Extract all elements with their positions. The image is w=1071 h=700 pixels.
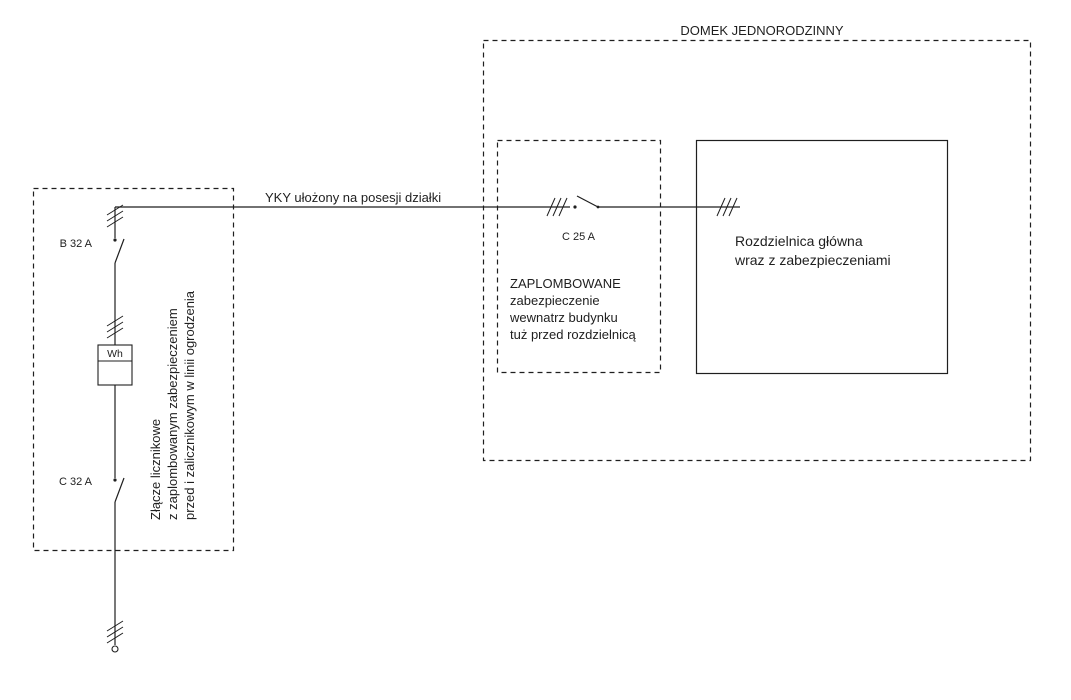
cable-cores-hatch-icon bbox=[106, 620, 124, 644]
house-title: DOMEK JEDNORODZINNY bbox=[680, 23, 844, 38]
meter-junction-box bbox=[32, 187, 235, 552]
sealed-fuse-box bbox=[496, 139, 662, 374]
sealed-note-line: tuż przed rozdzielnicą bbox=[510, 327, 636, 342]
breaker-c25-label: C 25 A bbox=[562, 231, 596, 243]
breaker-c25-switch-icon bbox=[573, 195, 600, 209]
house-boundary-box bbox=[482, 39, 1032, 462]
sealed-note-line: ZAPLOMBOWANE bbox=[510, 276, 621, 291]
breaker-c32-switch-icon bbox=[113, 477, 125, 503]
energy-meter-label: Wh bbox=[107, 348, 123, 360]
energy-meter: Wh bbox=[97, 344, 133, 386]
sealed-fuse-note: ZAPLOMBOWANE zabezpieczenie wewnatrz bud… bbox=[509, 276, 636, 342]
cable-run-label: YKY ułożony na posesji działki bbox=[265, 190, 441, 205]
sealed-note-line: wewnatrz budynku bbox=[509, 310, 618, 325]
breaker-b32-switch-icon bbox=[113, 238, 125, 264]
cable-cores-hatch-icon bbox=[106, 315, 124, 339]
cable-cores-hatch-icon bbox=[546, 197, 568, 217]
breaker-c32-label: C 32 A bbox=[59, 476, 93, 488]
cable-cores-hatch-icon bbox=[106, 204, 124, 228]
junction-note-line: przed i zalicznikowym w linii ogrodzenia bbox=[182, 290, 197, 520]
junction-box-note: Złącze licznikowe z zaplombowanym zabezp… bbox=[148, 290, 197, 520]
cable-cores-hatch-icon bbox=[716, 197, 738, 217]
junction-note-line: Złącze licznikowe bbox=[148, 419, 163, 520]
main-switchboard-box bbox=[695, 139, 949, 375]
sealed-note-line: zabezpieczenie bbox=[510, 293, 600, 308]
main-switchboard-label: Rozdzielnica główna wraz z zabezpieczeni… bbox=[734, 233, 891, 268]
cable-end-terminal-icon bbox=[111, 645, 119, 653]
switchboard-label-line: Rozdzielnica główna bbox=[735, 233, 863, 249]
junction-note-line: z zaplombowanym zabezpieczeniem bbox=[165, 308, 180, 520]
switchboard-label-line: wraz z zabezpieczeniami bbox=[734, 252, 891, 268]
breaker-b32-label: B 32 A bbox=[60, 238, 93, 250]
